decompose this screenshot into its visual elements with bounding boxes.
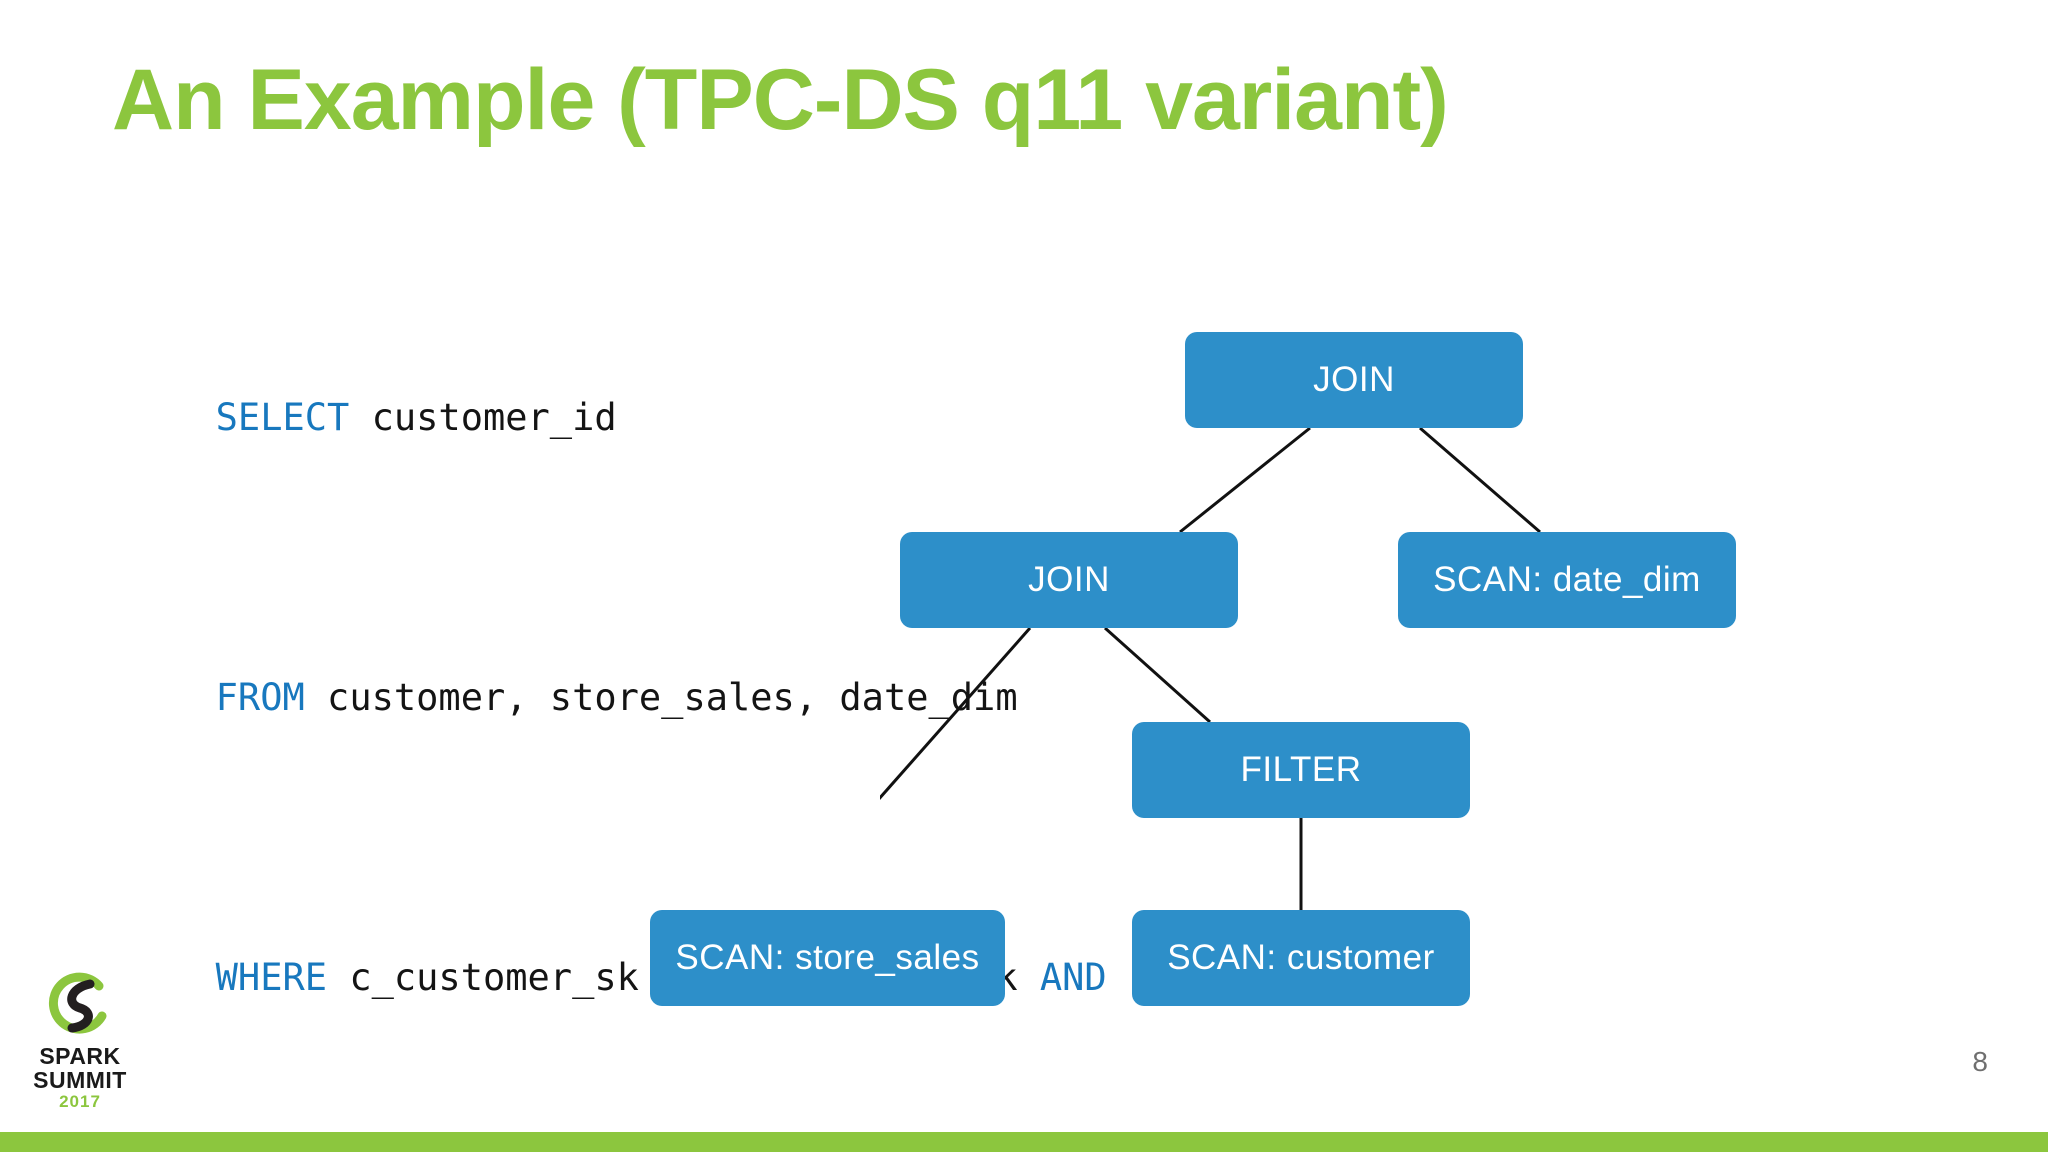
plan-node-scan-date-dim[interactable]: SCAN: date_dim	[1398, 532, 1736, 628]
logo-line-summit: SUMMIT	[33, 1067, 127, 1093]
sql-keyword: FROM	[215, 676, 305, 719]
query-plan-tree: JOIN JOIN SCAN: date_dim FILTER SCAN: st…	[650, 300, 2040, 1060]
sql-keyword: WHERE	[215, 956, 328, 999]
plan-node-scan-store-sales[interactable]: SCAN: store_sales	[650, 910, 1005, 1006]
logo-year: 2017	[59, 1092, 101, 1111]
sql-line-2: FROM customer, store_sales, date_dim	[82, 614, 1107, 782]
plan-node-scan-customer[interactable]: SCAN: customer	[1132, 910, 1470, 1006]
sql-keyword: AND	[1039, 956, 1107, 999]
sql-keyword: SELECT	[215, 396, 350, 439]
sql-line-1: SELECT customer_id	[82, 334, 1107, 502]
plan-node-join-top[interactable]: JOIN	[1185, 332, 1523, 428]
logo-line-spark: SPARK	[39, 1043, 121, 1069]
sql-identifier: customer, store_sales, date_dim	[304, 676, 1018, 719]
plan-node-join-mid[interactable]: JOIN	[900, 532, 1238, 628]
spark-swirl-icon	[48, 972, 107, 1034]
spark-summit-logo: SPARK SUMMIT 2017	[20, 970, 140, 1111]
logo-wordmark: SPARK SUMMIT	[20, 1044, 140, 1092]
plan-node-filter[interactable]: FILTER	[1132, 722, 1470, 818]
sql-identifier: customer_id	[349, 396, 617, 439]
page-title: An Example (TPC-DS q11 variant)	[112, 52, 1449, 148]
page-number: 8	[1972, 1046, 1988, 1077]
footer-accent-bar	[0, 1132, 2048, 1152]
tree-edges	[880, 426, 1541, 910]
